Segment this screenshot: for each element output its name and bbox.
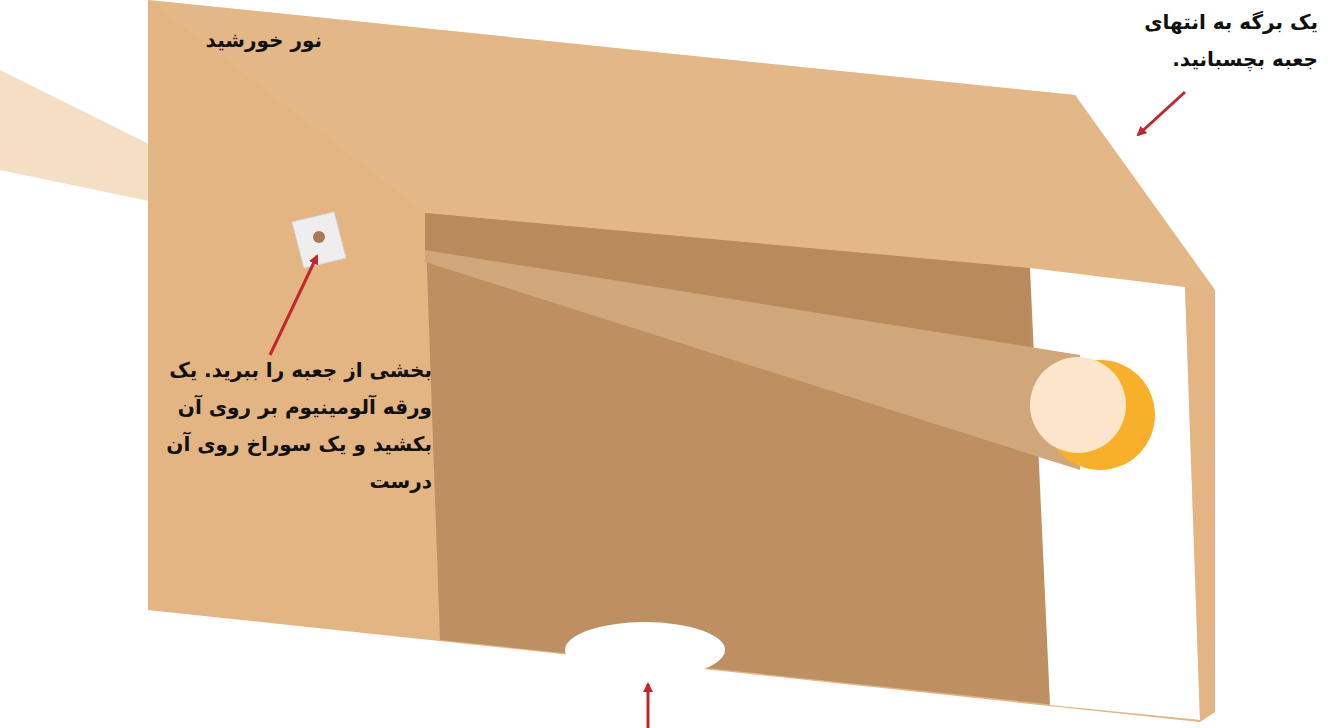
sunlight-label: نور خورشید xyxy=(122,22,322,59)
leader-arrow xyxy=(270,256,317,355)
leader-arrow xyxy=(1138,92,1185,135)
leader-arrow xyxy=(647,684,650,728)
inner-beam xyxy=(425,250,1080,470)
foil-sheet xyxy=(292,212,346,268)
view-hole xyxy=(565,622,725,678)
pinhole-instruction-label: بخشی از جعبه را ببرید. یک ورقه آلومینیوم… xyxy=(142,352,432,500)
paper-sheet xyxy=(1030,268,1200,720)
pinhole xyxy=(313,231,325,243)
moon-shadow xyxy=(1030,357,1126,453)
paper-sheet-label: یک برگه به انتهای جعبه بچسبانید. xyxy=(1093,4,1318,78)
box-interior xyxy=(425,213,1200,720)
